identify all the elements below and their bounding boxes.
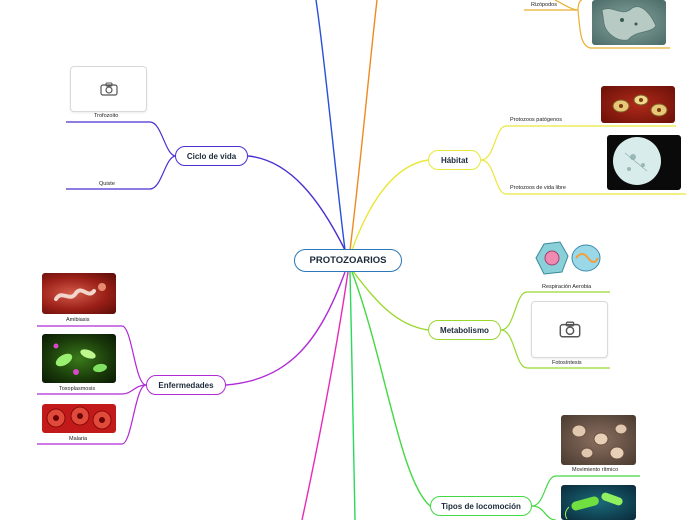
label-respiracion-aerobia: Respiración Aerobia [542, 284, 592, 290]
image-protozoos-vida-libre[interactable] [607, 135, 681, 190]
label-fotosintesis: Fotosíntesis [552, 360, 582, 366]
connector-metabolismo [351, 269, 429, 331]
connector-locomocion [351, 271, 431, 507]
image-amibiasis[interactable] [42, 273, 116, 314]
label-movimiento-ritmico: Movimiento rítmico [572, 467, 619, 473]
bacteria-illustration [564, 492, 623, 520]
root-node[interactable]: PROTOZOARIOS [294, 249, 402, 272]
amoeba-rizopodo-illustration [601, 6, 657, 41]
label-quiste: Quiste [99, 181, 115, 187]
connector-top-blue [315, 0, 346, 251]
image-placeholder-fotosintesis[interactable] [531, 301, 608, 358]
branch-habitat[interactable]: Hábitat [428, 150, 481, 170]
connector-bottom-green [349, 271, 356, 520]
label-protozoos-vida-libre: Protozoos de vida libre [510, 185, 566, 191]
image-toxoplasmosis[interactable] [42, 334, 116, 383]
branch-label: Tipos de locomoción [441, 501, 521, 511]
connector-top-orange [349, 0, 378, 251]
connector-enfermedades [225, 271, 346, 386]
branch-ciclo-de-vida[interactable]: Ciclo de vida [175, 146, 248, 166]
label-amibiasis: Amibiasis [66, 317, 90, 323]
camera-icon [559, 321, 580, 338]
connector-habitat [351, 159, 429, 251]
cell-illustration [535, 241, 601, 275]
camera-icon [99, 82, 118, 96]
label-malaria: Malaria [69, 436, 88, 442]
microscope-view-illustration [613, 137, 661, 185]
branch-enfermedades[interactable]: Enfermedades [146, 375, 226, 395]
amoeba-illustration [54, 283, 106, 301]
branch-label: Ciclo de vida [186, 151, 237, 161]
branch-tipos-de-locomocion[interactable]: Tipos de locomoción [430, 496, 532, 516]
image-movimiento-ritmico[interactable] [561, 415, 636, 465]
label-rizopodos: Rizópodos [531, 2, 557, 8]
branch-label: Enfermedades [158, 380, 214, 390]
branch-label: Metabolismo [440, 325, 489, 335]
label-protozoos-patogenos: Protozoos patógenos [510, 117, 562, 123]
image-placeholder-trofozoito[interactable] [70, 66, 147, 112]
branch-label: Hábitat [440, 155, 469, 165]
toxoplasma-illustration [53, 343, 107, 375]
ciliate-illustration [571, 423, 628, 460]
image-rizopodos[interactable] [592, 0, 666, 45]
image-protozoos-patogenos[interactable] [601, 86, 675, 123]
root-label: PROTOZOARIOS [309, 255, 387, 266]
label-toxoplasmosis: Toxoplasmosis [59, 386, 96, 392]
label-trofozoito: Trofozoito [94, 113, 119, 119]
image-flagelado[interactable] [561, 485, 636, 520]
malaria-illustration [46, 406, 112, 430]
connector-bottom-magenta [301, 271, 349, 520]
image-malaria[interactable] [42, 404, 116, 433]
pathogen-illustration [612, 94, 668, 117]
image-respiracion-aerobia[interactable] [532, 238, 604, 278]
connector-ciclo [247, 155, 346, 251]
branch-metabolismo[interactable]: Metabolismo [428, 320, 501, 340]
